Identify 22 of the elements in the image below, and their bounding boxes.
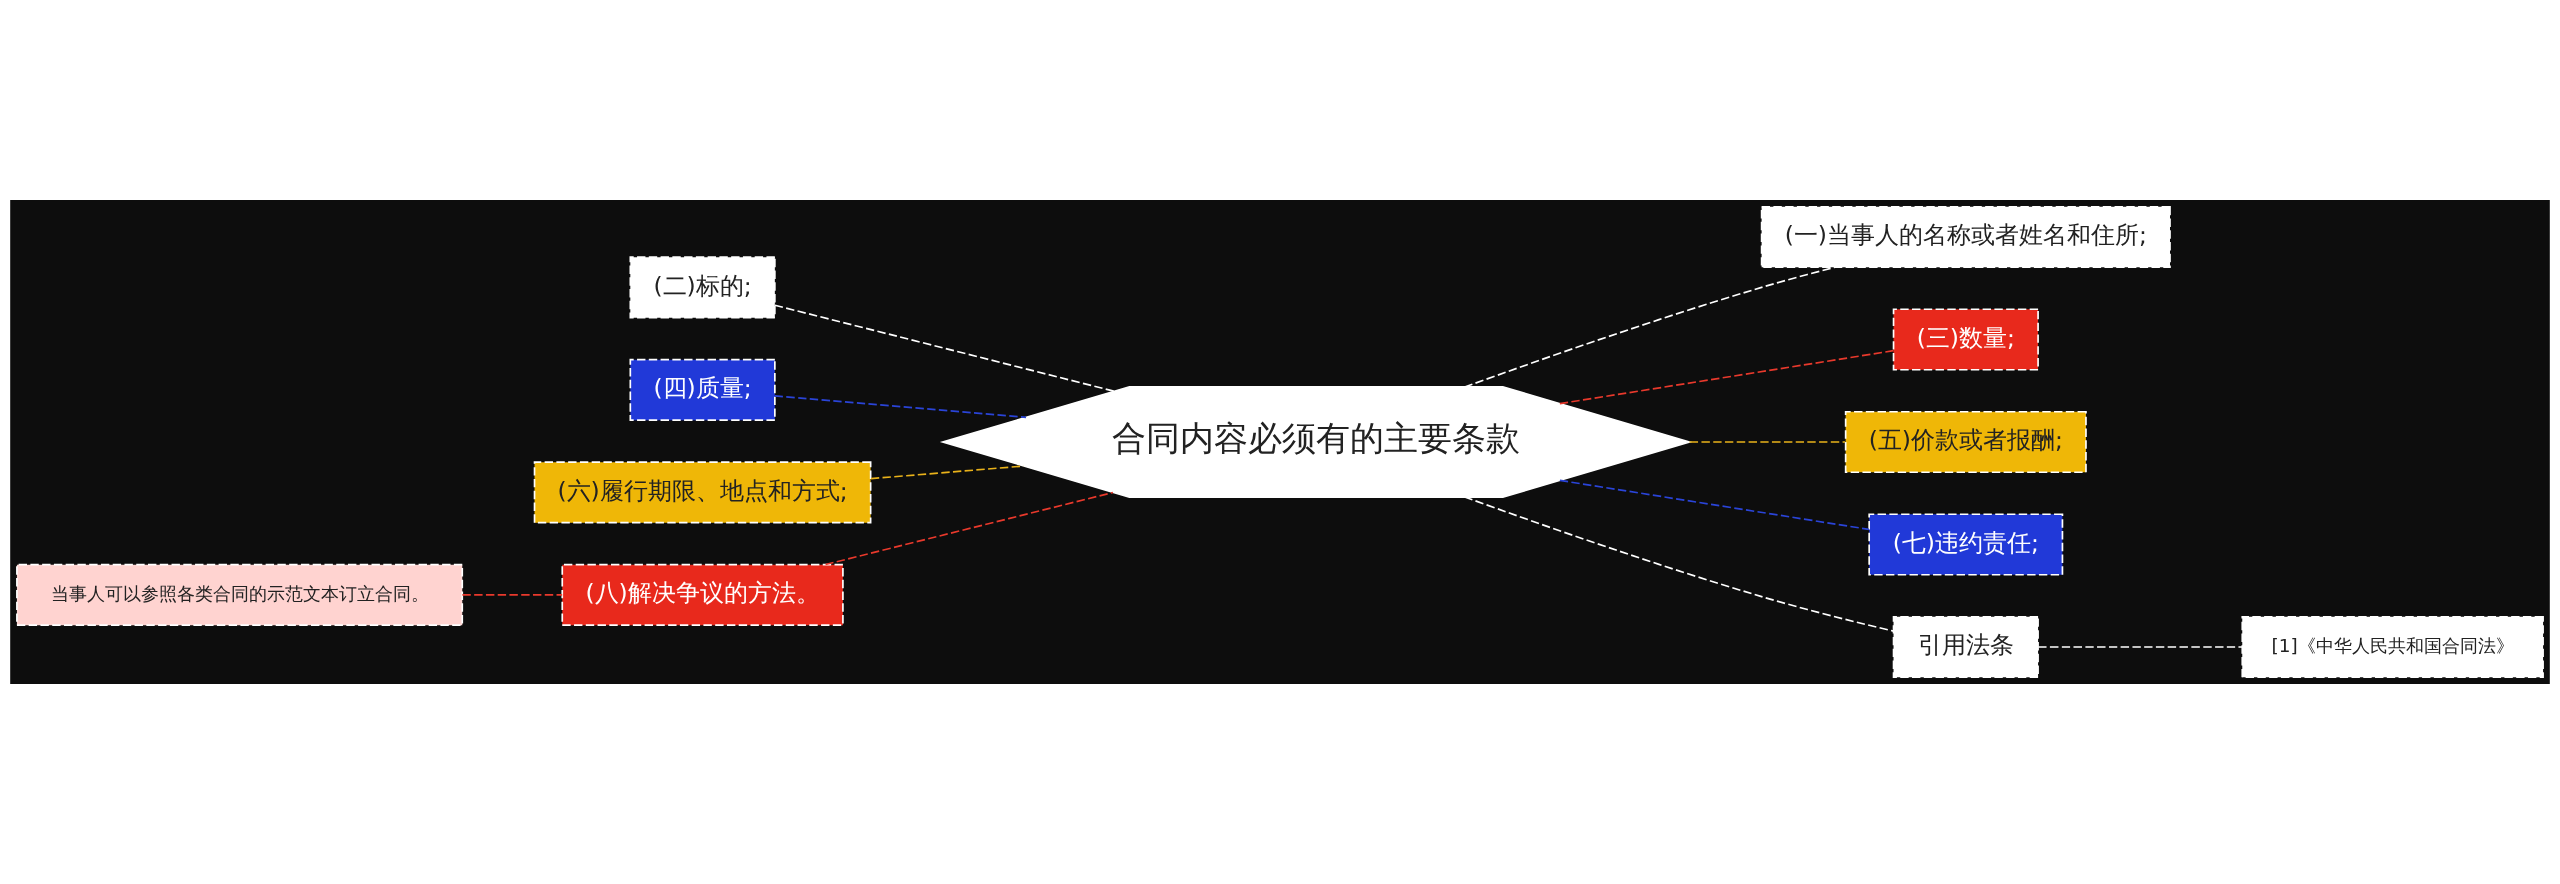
node-box: 引用法条: [1892, 615, 2039, 679]
connector: [774, 395, 1027, 419]
connector: [461, 594, 564, 596]
connector: [1463, 266, 1836, 388]
node-box: (二)标的;: [629, 256, 776, 319]
connector: [1559, 479, 1870, 531]
connector: [824, 491, 1114, 566]
connector: [1559, 349, 1895, 405]
connector: [774, 304, 1116, 393]
connector: [1688, 441, 1846, 443]
node-box: (一)当事人的名称或者姓名和住所;: [1760, 205, 2171, 269]
node-box: (五)价款或者报酬;: [1844, 410, 2087, 474]
connector: [1463, 496, 1895, 632]
node-box: (八)解决争议的方法。: [561, 563, 844, 626]
node-box: 当事人可以参照各类合同的示范文本订立合同。: [16, 563, 464, 626]
node-box: (七)违约责任;: [1868, 513, 2064, 576]
connector: [870, 465, 1025, 480]
node-box: (四)质量;: [629, 358, 776, 421]
node-box: [1]《中华人民共和国合同法》: [2241, 615, 2544, 679]
node-box: (六)履行期限、地点和方式;: [533, 461, 872, 524]
node-box: (三)数量;: [1892, 308, 2039, 371]
connector: [2037, 646, 2243, 648]
